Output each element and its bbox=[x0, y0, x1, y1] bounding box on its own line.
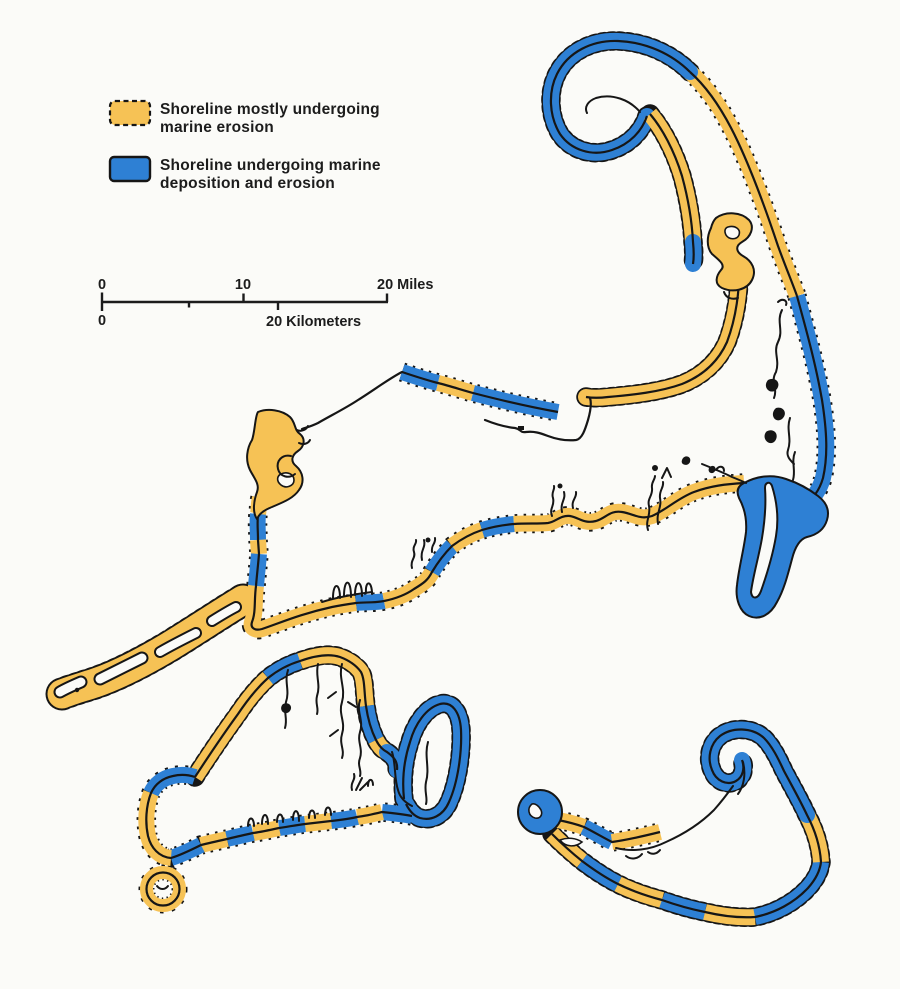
deposition-swatch-icon bbox=[108, 155, 152, 183]
provincetown-inner-curl bbox=[585, 95, 641, 114]
legend: Shoreline mostly undergoing marine erosi… bbox=[108, 99, 381, 192]
marthas-vineyard-interior bbox=[247, 663, 429, 827]
scale-km-zero: 0 bbox=[98, 313, 106, 329]
legend-item-deposition: Shoreline undergoing marine deposition a… bbox=[108, 155, 381, 192]
marthas-vineyard-band bbox=[138, 647, 461, 866]
scale-km-twenty: 20 Kilometers bbox=[266, 314, 361, 330]
brewster-bay-band bbox=[586, 264, 739, 398]
bourne-marsh-blob bbox=[246, 408, 311, 520]
elizabeth-islands-gaps bbox=[53, 601, 242, 699]
sandwich-north-band bbox=[399, 364, 560, 420]
scale-miles-twenty: 20 Miles bbox=[377, 277, 433, 293]
legend-deposition-line2: deposition and erosion bbox=[160, 175, 335, 192]
legend-deposition-line1: Shoreline undergoing marine bbox=[160, 157, 381, 174]
scale-miles-zero: 0 bbox=[98, 277, 106, 293]
coastline-lines bbox=[145, 39, 828, 919]
legend-item-erosion: Shoreline mostly undergoing marine erosi… bbox=[108, 99, 380, 136]
pleasant-bay-marsh bbox=[764, 298, 795, 465]
nantucket-band bbox=[546, 721, 829, 926]
nantucket-inner-details bbox=[558, 761, 746, 860]
scale-bar: 0 10 20 Miles 0 20 Kilometers bbox=[98, 277, 433, 330]
erosion-swatch-icon bbox=[108, 99, 152, 127]
legend-erosion-line2: marine erosion bbox=[160, 119, 274, 136]
legend-erosion-line1: Shoreline mostly undergoing bbox=[160, 101, 380, 118]
nantucket-west-blob bbox=[517, 789, 563, 835]
nomans-land-interior bbox=[156, 885, 169, 890]
wellfleet-islands-blob bbox=[706, 212, 755, 300]
truro-bay-band bbox=[643, 108, 702, 272]
monomoy-spit bbox=[735, 451, 829, 619]
outer-cape-ocean-band bbox=[690, 72, 826, 505]
north-shore-details bbox=[300, 370, 592, 442]
scale-miles-ten: 10 bbox=[235, 277, 251, 293]
south-shore-marshes bbox=[321, 456, 747, 603]
